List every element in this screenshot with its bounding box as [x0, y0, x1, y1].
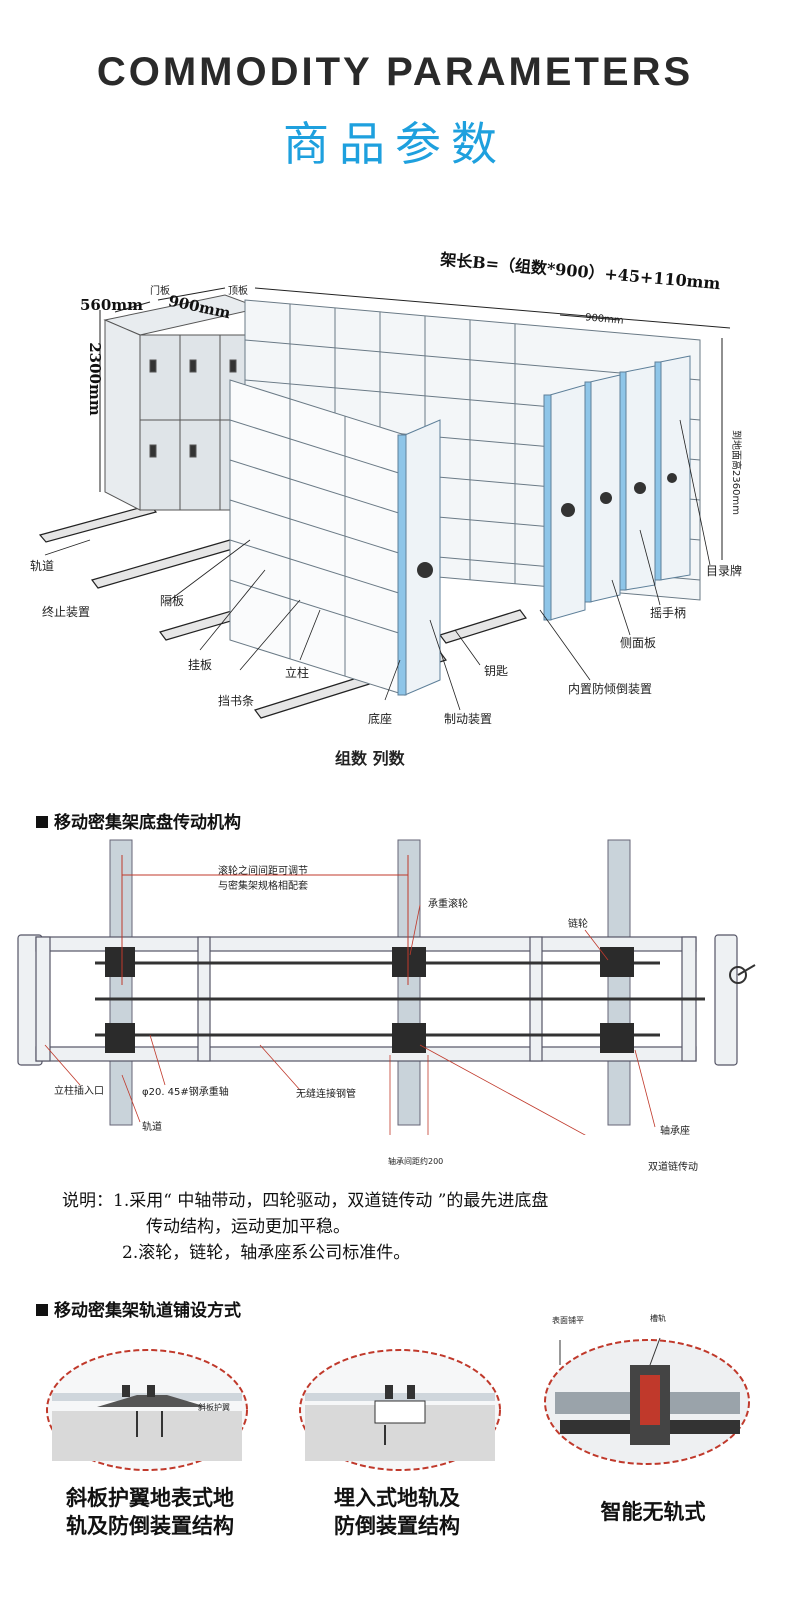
label-top-panel: 顶板 [228, 286, 248, 297]
leader-lines [44, 419, 711, 711]
label-load-roller: 承重滚轮 [428, 899, 468, 910]
label-column: 立柱 [285, 666, 310, 680]
track-caption-1: 斜板护翼地表式地 轨及防倒装置结构 [66, 1485, 234, 1538]
label-handle: 摇手柄 [650, 606, 687, 620]
heading-square-icon [36, 816, 48, 828]
dimension-lines [99, 287, 731, 560]
label-bearing-seat: 轴承座 [660, 1126, 690, 1137]
shelf-caption: 组数 列数 [335, 749, 405, 768]
heading-square-icon [36, 1304, 48, 1316]
crank-icon [729, 964, 756, 984]
label-seamless-pipe: 无缝连接钢管 [296, 1089, 356, 1100]
page-subtitle: 商品参数 [283, 117, 507, 171]
label-base: 底座 [368, 712, 393, 726]
shafts [95, 961, 705, 1037]
label-sprocket: 链轮 [568, 919, 588, 930]
note-line-2: 传动结构，运动更加平稳。 [146, 1217, 350, 1237]
label-key: 钥匙 [484, 664, 509, 678]
chassis-leaders [44, 904, 656, 1135]
track-install-heading: 移动密集架轨道铺设方式 [36, 1296, 241, 1321]
label-side-panel: 侧面板 [620, 636, 657, 650]
side-panels [397, 355, 691, 696]
label-brake: 制动装置 [444, 712, 493, 726]
note-line-1: 说明：1.采用“ 中轴带动，四轮驱动，双道链传动 ”的最先进底盘 [62, 1191, 549, 1211]
dim-2360: 到地面高2360mm [729, 430, 741, 515]
track-install-detail-2 [299, 1349, 501, 1471]
label-slope-wing: 斜板护翼 [198, 1403, 230, 1412]
track-caption-2: 埋入式地轨及 防倒装置结构 [334, 1485, 460, 1538]
label-chain-drive: 双道链传动 [648, 1162, 698, 1173]
page-title: COMMODITY PARAMETERS [96, 50, 694, 94]
dim-2300: 2300mm [85, 342, 104, 416]
label-book-strip: 挡书条 [218, 694, 255, 708]
label-door-panel: 门板 [150, 286, 170, 297]
chassis-drawing [17, 839, 756, 1135]
label-hanging-board: 挂板 [188, 658, 213, 672]
rollers [105, 947, 634, 1053]
label-groove-track: 槽轨 [650, 1314, 666, 1323]
label-shaft: φ20. 45#钢承重轴 [142, 1087, 229, 1098]
label-anti-tilt: 内置防倾倒装置 [568, 682, 653, 696]
label-surface-flat: 表面铺平 [552, 1316, 584, 1325]
shelf-isometric-illustration [38, 287, 731, 719]
crank-handles [417, 473, 677, 578]
track-install-detail-3 [544, 1337, 750, 1465]
label-roller-distance-2: 与密集架规格相配套 [218, 881, 308, 892]
label-roller-distance-1: 滚轮之间间距可调节 [218, 866, 308, 877]
track-install-detail-1 [46, 1349, 248, 1471]
front-shelf [229, 379, 406, 696]
chassis-heading: 移动密集架底盘传动机构 [36, 808, 241, 833]
label-divider: 隔板 [160, 594, 185, 608]
track-caption-3: 智能无轨式 [600, 1499, 706, 1524]
label-track-2: 轨道 [142, 1122, 162, 1133]
label-stopper: 终止装置 [42, 605, 91, 619]
chassis-frame [17, 934, 738, 1066]
dim-560: 560mm [80, 296, 144, 314]
label-catalog-card: 目录牌 [706, 564, 743, 578]
note-line-3: 2.滚轮，链轮，轴承座系公司标准件。 [122, 1243, 411, 1263]
roller-distance-marker [121, 855, 409, 985]
label-track: 轨道 [30, 559, 55, 573]
label-column-inlet: 立柱插入口 [54, 1086, 104, 1097]
label-roller-spacing: 轴承间距约200 [388, 1157, 444, 1166]
